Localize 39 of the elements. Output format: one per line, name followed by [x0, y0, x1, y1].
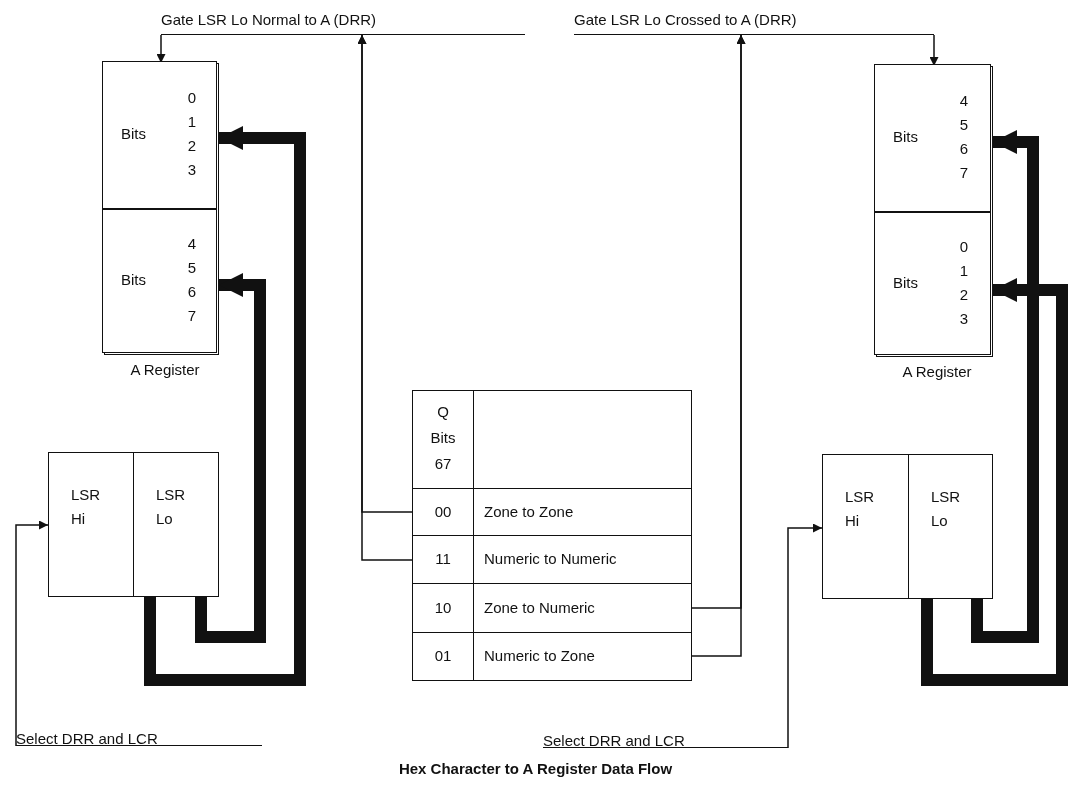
- data-path-arrow: [921, 278, 1068, 686]
- bits-label: Bits: [893, 273, 918, 291]
- code-value: 01: [433, 646, 453, 666]
- signal-label: Select DRR and LCR: [16, 725, 262, 746]
- register-section: [102, 61, 217, 209]
- register-section: [874, 212, 991, 355]
- caption: Hex Character to A Register Data Flow: [397, 760, 674, 777]
- register-half: LSR Hi: [48, 452, 134, 597]
- bits-label: Bits: [121, 271, 146, 288]
- signal-label: Gate LSR Lo Normal to A (DRR): [161, 6, 525, 35]
- bit-numbers: 0 1 2 3: [186, 88, 198, 180]
- bit-numbers: 4 5 6 7: [958, 91, 970, 183]
- signal-label: Gate LSR Lo Crossed to A (DRR): [574, 6, 934, 35]
- table-header: [412, 390, 692, 490]
- bits-label: Bits: [121, 125, 146, 142]
- data-path-arrow: [971, 130, 1039, 643]
- bit-numbers: 0 1 2 3: [958, 236, 970, 329]
- register-section: [874, 64, 991, 212]
- register-half: LSR Hi: [822, 454, 909, 599]
- arrow: [15, 520, 49, 747]
- table-row: [412, 488, 692, 536]
- register-label: A Register: [901, 362, 973, 382]
- table-row: [412, 535, 692, 584]
- bit-numbers: 4 5 6 7: [186, 234, 198, 326]
- bits-label: Bits: [893, 128, 918, 145]
- table-row: [412, 583, 692, 633]
- register-half: LSR Lo: [133, 452, 219, 597]
- table-row: [412, 632, 692, 681]
- register-half: LSR Lo: [908, 454, 993, 599]
- code-value: 11: [434, 549, 452, 569]
- register-label: A Register: [129, 360, 201, 380]
- signal-label: Select DRR and LCR: [543, 727, 788, 748]
- register-section: [102, 209, 217, 353]
- mode-text: Numeric to Zone: [473, 633, 691, 680]
- data-path-arrow: [144, 126, 306, 686]
- column-heading: Q Bits 67: [429, 402, 457, 474]
- code-value: 00: [433, 502, 453, 522]
- code-value: 10: [433, 598, 453, 618]
- arrow: [787, 523, 823, 749]
